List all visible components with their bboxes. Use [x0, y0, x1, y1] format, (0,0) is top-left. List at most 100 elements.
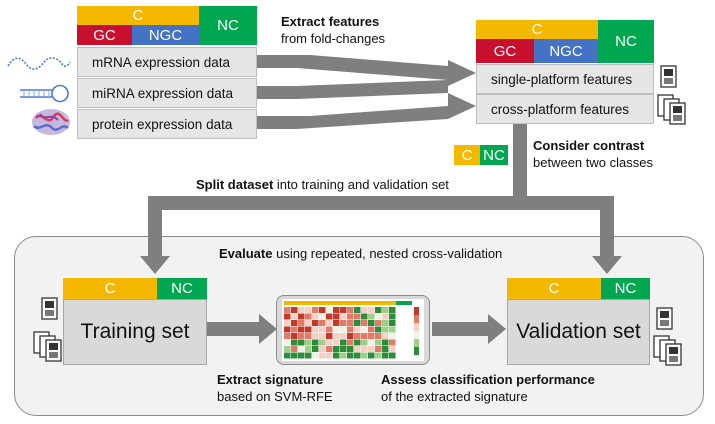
heatmap-cell: [382, 339, 389, 346]
heatmap-cell: [284, 346, 291, 352]
class-gc-block-right: GC: [476, 39, 534, 63]
mrna-row: mRNA expression data: [77, 47, 257, 77]
heatmap-cell: [298, 339, 305, 346]
heatmap-cell: [284, 333, 291, 339]
heatmap-cell: [361, 346, 368, 352]
heatmap-cell: [389, 339, 396, 346]
heatmap-cell: [319, 313, 326, 320]
heatmap-cell: [389, 313, 396, 320]
heatmap-cell: [368, 346, 375, 352]
heatmap-cell: [389, 352, 396, 359]
heatmap-cell: [354, 352, 361, 359]
heatmap-cell: [375, 339, 382, 346]
heatmap-cell: [305, 339, 312, 346]
heatmap-cell: [333, 352, 340, 359]
heatmap-scale-cell: [414, 323, 419, 331]
heatmap-cell: [326, 339, 333, 346]
heatmap-cell: [375, 333, 382, 339]
class-nc-block: NC: [199, 6, 257, 45]
heatmap-cell: [333, 320, 340, 326]
heatmap-scale-cell: [414, 339, 419, 347]
heatmap-cell: [347, 326, 354, 333]
heatmap-cell: [312, 313, 319, 320]
heatmap-cell: [312, 307, 319, 313]
heatmap-cell: [333, 326, 340, 333]
evaluate-label: Evaluate using repeated, nested cross-va…: [219, 246, 503, 261]
heatmap-cell: [312, 346, 319, 352]
heatmap-cell: [340, 326, 347, 333]
heatmap-cell: [389, 333, 396, 339]
heatmap-cell: [291, 326, 298, 333]
heatmap-cell: [298, 352, 305, 359]
heatmap-cell: [354, 326, 361, 333]
class-ngc-block: NGC: [132, 25, 199, 45]
training-nc-block: NC: [157, 278, 207, 299]
heatmap-cell: [326, 346, 333, 352]
heatmap-cell: [284, 313, 291, 320]
heatmap-cell: [319, 333, 326, 339]
heatmap-cell: [291, 352, 298, 359]
heatmap-cell: [305, 307, 312, 313]
heatmap-cell: [298, 346, 305, 352]
heatmap-cell: [347, 333, 354, 339]
heatmap-scale-cell: [414, 307, 419, 315]
heatmap-scale-cell: [414, 347, 419, 355]
heatmap-cell: [368, 307, 375, 313]
heatmap-cell: [361, 313, 368, 320]
heatmap-cell: [389, 346, 396, 352]
heatmap-cell: [368, 313, 375, 320]
heatmap-cell: [354, 307, 361, 313]
heatmap-cell: [291, 320, 298, 326]
heatmap-cell: [333, 346, 340, 352]
heatmap-cell: [319, 346, 326, 352]
heatmap-cell: [340, 339, 347, 346]
heatmap-cell: [347, 320, 354, 326]
heatmap-cell: [319, 320, 326, 326]
heatmap-cell: [284, 307, 291, 313]
heatmap-cell: [291, 333, 298, 339]
heatmap-cell: [368, 320, 375, 326]
heatmap-cell: [382, 307, 389, 313]
training-single-document-icon: [41, 297, 58, 320]
split-dataset-label: Split dataset into training and validati…: [196, 177, 449, 192]
heatmap-cell: [361, 352, 368, 359]
heatmap-cell: [347, 339, 354, 346]
cross-platform-row: cross-platform features: [476, 94, 654, 124]
heatmap-cell: [312, 352, 319, 359]
contrast-nc-badge: NC: [480, 145, 508, 165]
heatmap-cell: [298, 307, 305, 313]
heatmap-cell: [291, 346, 298, 352]
heatmap-cell: [340, 352, 347, 359]
heatmap-cell: [389, 320, 396, 326]
heatmap-cell: [312, 320, 319, 326]
single-platform-row: single-platform features: [476, 64, 654, 94]
heatmap-cell: [382, 346, 389, 352]
validation-multi-document-icon: [653, 335, 682, 366]
heatmap-cell: [340, 333, 347, 339]
class-c-block: C: [77, 6, 199, 25]
heatmap-cell: [382, 313, 389, 320]
heatmap-cell: [312, 326, 319, 333]
heatmap-cell: [340, 307, 347, 313]
heatmap-cell: [375, 313, 382, 320]
heatmap-cell: [305, 320, 312, 326]
heatmap-cell: [298, 320, 305, 326]
heatmap-cell: [368, 339, 375, 346]
mirna-hairpin-icon: [20, 84, 69, 103]
heatmap-cell: [284, 320, 291, 326]
heatmap-cell: [305, 346, 312, 352]
heatmap-image: [282, 299, 424, 361]
mirna-row: miRNA expression data: [77, 78, 257, 108]
heatmap-cell: [389, 326, 396, 333]
heatmap-cell: [354, 333, 361, 339]
heatmap-cell: [368, 333, 375, 339]
heatmap-cell: [298, 313, 305, 320]
contrast-c-badge: C: [454, 145, 480, 165]
heatmap-cell: [361, 307, 368, 313]
class-c-block-right: C: [476, 20, 598, 39]
validation-nc-block: NC: [601, 278, 650, 299]
heatmap-cell: [319, 352, 326, 359]
